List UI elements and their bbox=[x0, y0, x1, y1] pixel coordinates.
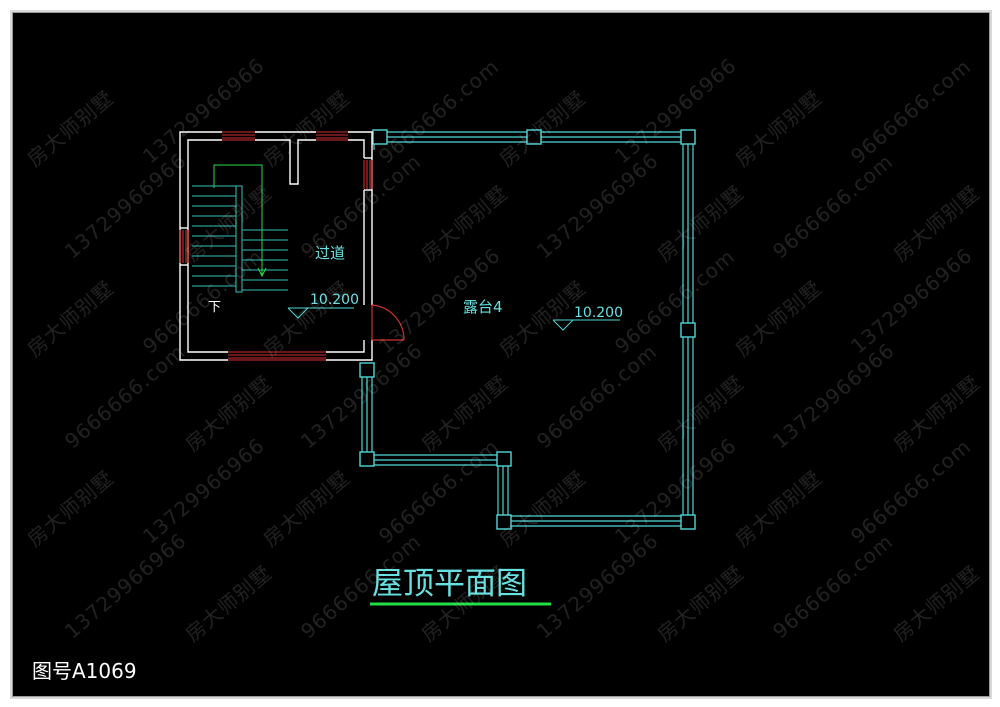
stair-down-marker: 下 bbox=[208, 300, 221, 315]
terrace-label: 露台4 bbox=[463, 298, 503, 316]
terrace-door bbox=[371, 304, 405, 341]
terrace-elevation: 10.200 bbox=[574, 305, 623, 321]
windows bbox=[179, 131, 373, 361]
drawing-frame bbox=[12, 12, 990, 697]
corridor-elevation: 10.200 bbox=[310, 292, 359, 308]
drawing-number: 图号A1069 bbox=[32, 659, 137, 683]
elevation-symbol-corridor bbox=[287, 307, 354, 319]
stair-direction-arrow bbox=[213, 164, 267, 278]
elevation-symbol-terrace bbox=[552, 319, 620, 331]
railing-posts bbox=[359, 129, 696, 530]
corridor-label: 过道 bbox=[315, 244, 345, 262]
drawing-title: 屋顶平面图 bbox=[372, 566, 527, 602]
